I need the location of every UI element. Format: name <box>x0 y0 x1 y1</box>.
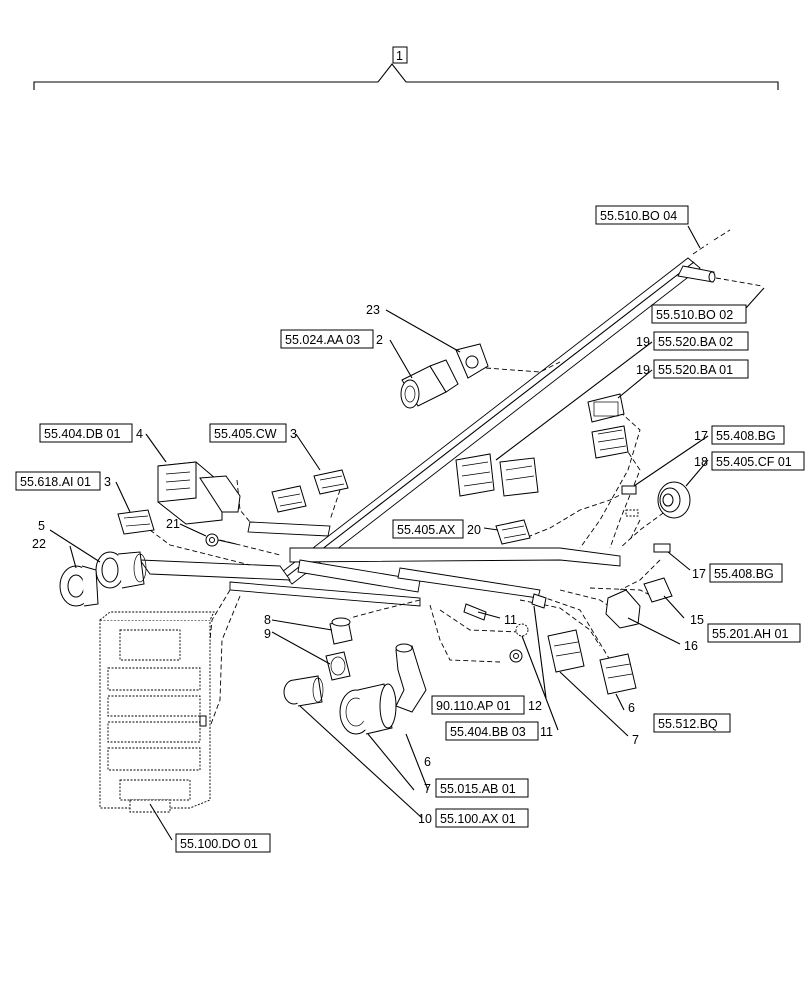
item-2-label: 2 <box>376 333 383 347</box>
ref-55-512-bq: 55.512.BQ <box>658 717 718 731</box>
grommet-item-18 <box>657 481 691 519</box>
control-unit <box>99 611 215 813</box>
dashed-branches <box>149 361 671 741</box>
item-6-label-a: 6 <box>628 701 635 715</box>
fitting-item-10 <box>283 675 324 707</box>
connector-item-7-right <box>547 629 585 673</box>
connector-round-item-5 <box>95 551 147 589</box>
item-6-label-b: 6 <box>424 755 431 769</box>
part-item-16 <box>605 589 641 629</box>
item-1-label: 1 <box>396 49 403 63</box>
item-3-label-a: 3 <box>290 427 297 441</box>
connector-item-3-right <box>271 469 349 513</box>
item-7-label-a: 7 <box>632 733 639 747</box>
connector-round-item-2 <box>400 343 489 409</box>
ring-terminal-item-21 <box>205 533 237 547</box>
connector-item-19-lower <box>455 453 539 497</box>
item-19-label-a: 19 <box>636 335 650 349</box>
ref-55-618-ai-01: 55.618.AI 01 <box>20 475 91 489</box>
ref-55-510-bo-04: 55.510.BO 04 <box>600 209 677 223</box>
item-20-label: 20 <box>467 523 481 537</box>
item-21-label: 21 <box>166 517 180 531</box>
item-18-label: 18 <box>694 455 708 469</box>
leader-lines <box>49 225 765 841</box>
item-16-label: 16 <box>684 639 698 653</box>
fitting-item-9 <box>325 651 351 681</box>
item-12-label: 12 <box>528 699 542 713</box>
item-7-label-b: 7 <box>424 782 431 796</box>
ref-55-510-bo-02: 55.510.BO 02 <box>656 308 733 322</box>
ref-55-405-cf-01: 55.405.CF 01 <box>716 455 792 469</box>
item-11-label-a: 11 <box>504 613 517 627</box>
ref-55-100-do-01: 55.100.DO 01 <box>180 837 258 851</box>
item-3-label-b: 3 <box>104 475 111 489</box>
ref-55-024-aa-03: 55.024.AA 03 <box>285 333 360 347</box>
harness-trunk <box>139 229 763 607</box>
connector-item-19-upper <box>587 393 629 459</box>
connector-round-item-7 <box>339 683 397 735</box>
ref-55-404-db-01: 55.404.DB 01 <box>44 427 120 441</box>
part-item-15 <box>643 577 673 603</box>
item-17-label-a: 17 <box>694 429 708 443</box>
connector-item-3-left <box>117 509 155 535</box>
ref-55-405-cw: 55.405.CW <box>214 427 277 441</box>
ref-90-110-ap-01: 90.110.AP 01 <box>436 699 511 713</box>
terminal-item-17-lower <box>653 543 671 553</box>
elbow-boot-item-6 <box>395 643 427 713</box>
ref-55-404-bb-03: 55.404.BB 03 <box>450 725 526 739</box>
ref-55-520-ba-01: 55.520.BA 01 <box>658 363 733 377</box>
connector-item-6-right <box>599 653 637 695</box>
ref-55-201-ah-01: 55.201.AH 01 <box>712 627 788 641</box>
item-17-label-b: 17 <box>692 567 706 581</box>
ref-55-408-bg-a: 55.408.BG <box>716 429 776 443</box>
item-9-label: 9 <box>264 627 271 641</box>
item-15-label: 15 <box>690 613 704 627</box>
fitting-item-8 <box>329 617 353 645</box>
ref-55-015-ab-01: 55.015.AB 01 <box>440 782 516 796</box>
ref-55-520-ba-02: 55.520.BA 02 <box>658 335 733 349</box>
item-19-label-b: 19 <box>636 363 650 377</box>
item-8-label: 8 <box>264 613 271 627</box>
fuse-item-11 <box>463 593 547 621</box>
item-11-label-b: 11 <box>540 725 553 739</box>
ring-terminal-item-12 <box>509 623 529 663</box>
labels: 55.510.BO 04 55.510.BO 02 23 55.024.AA 0… <box>15 205 805 853</box>
cap-item-22 <box>59 565 99 607</box>
item-5-label: 5 <box>38 519 45 533</box>
connector-item-4 <box>157 461 241 525</box>
item-10-label: 10 <box>418 812 432 826</box>
ref-55-100-ax-01: 55.100.AX 01 <box>440 812 516 826</box>
item-22-label: 22 <box>32 537 46 551</box>
item-23-label: 23 <box>366 303 380 317</box>
assembly-bracket: 1 <box>33 46 779 90</box>
ref-55-408-bg-b: 55.408.BG <box>714 567 774 581</box>
item-4-label: 4 <box>136 427 143 441</box>
terminal-item-17-upper <box>621 485 639 517</box>
ref-55-405-ax: 55.405.AX <box>397 523 456 537</box>
connector-item-20 <box>495 519 531 545</box>
